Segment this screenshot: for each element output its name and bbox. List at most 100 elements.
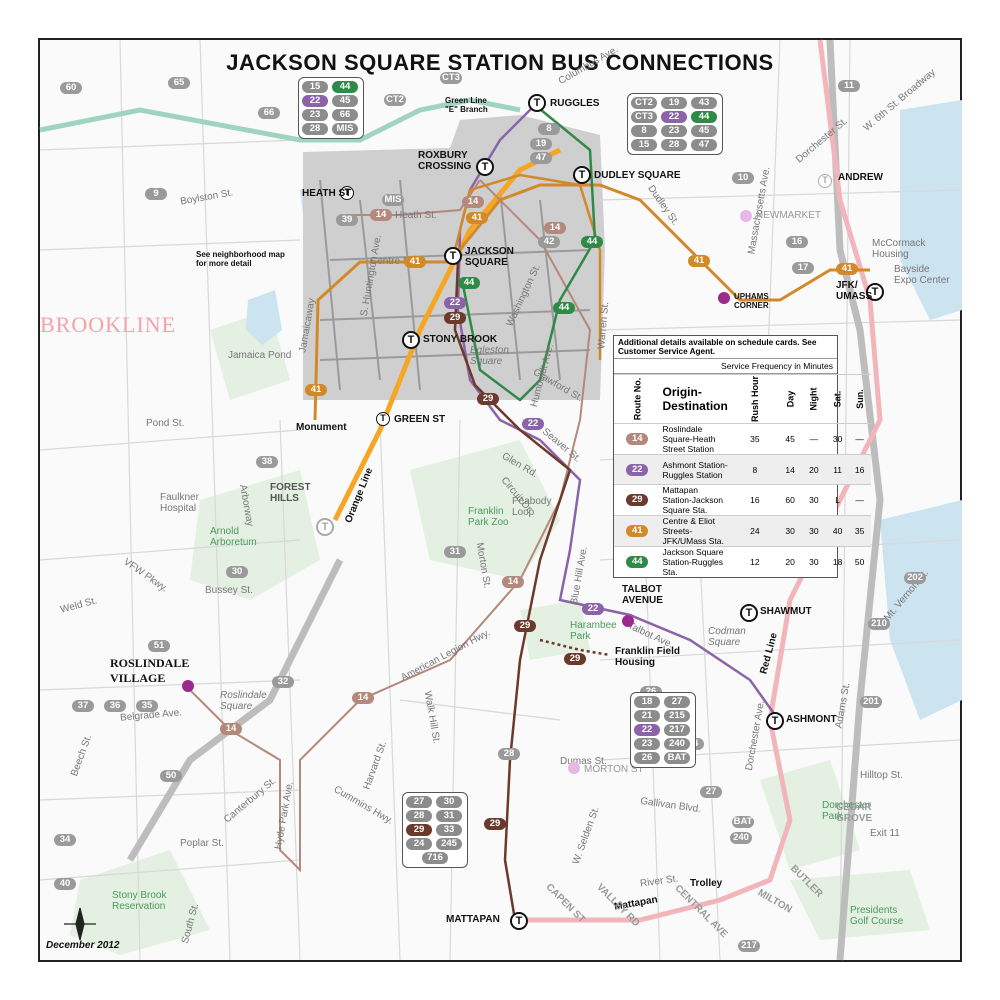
route-202-badge[interactable]: 202 [904, 572, 926, 584]
roxbury-t-icon[interactable]: T [476, 158, 494, 176]
route-51-badge[interactable]: 51 [148, 640, 170, 652]
route-201-badge[interactable]: 201 [860, 696, 882, 708]
route-42-badge[interactable]: 42 [538, 236, 560, 248]
route-36-badge[interactable]: 36 [104, 700, 126, 712]
route-17-badge[interactable]: 17 [792, 262, 814, 274]
route-22-badge[interactable]: 22 [522, 418, 544, 430]
route-ct3-badge[interactable]: CT3 [440, 72, 462, 84]
andrew-t-icon[interactable]: T [818, 174, 832, 188]
grid-route: CT3 [631, 111, 657, 123]
route-11-badge[interactable]: 11 [838, 80, 860, 92]
route-29-badge[interactable]: 29 [484, 818, 506, 830]
jackson-t-icon[interactable]: T [444, 247, 462, 265]
route-37-badge[interactable]: 37 [72, 700, 94, 712]
route-44-badge[interactable]: 44 [553, 302, 575, 314]
street-poplar: Poplar St. [180, 838, 224, 849]
legend-col-day: Day [785, 390, 796, 408]
route-240-badge[interactable]: 240 [730, 832, 752, 844]
legend-route-badge: 14 [626, 433, 649, 445]
route-14-badge[interactable]: 14 [220, 723, 242, 735]
route-14-badge[interactable]: 14 [544, 222, 566, 234]
route-8-badge[interactable]: 8 [538, 123, 560, 135]
route-39-badge[interactable]: 39 [336, 214, 358, 226]
dudley-t-icon[interactable]: T [573, 166, 591, 184]
stony-label: STONY BROOK [423, 334, 498, 345]
route-14-badge[interactable]: 14 [502, 576, 524, 588]
route-10-badge[interactable]: 10 [732, 172, 754, 184]
route-22-badge[interactable]: 22 [582, 603, 604, 615]
green-line-label: Green Line "E" Branch [445, 96, 488, 114]
morton-station-dot[interactable] [568, 762, 580, 774]
route-29-badge[interactable]: 29 [477, 393, 499, 405]
route-mis-badge[interactable]: MIS [382, 194, 404, 206]
route-31-badge[interactable]: 31 [444, 546, 466, 558]
roslindale-station-dot[interactable] [182, 680, 194, 692]
newmarket-label: NEWMARKET [756, 210, 821, 221]
trolley-label: Trolley [690, 878, 723, 889]
legend-rush: 8 [729, 454, 780, 485]
route-30-badge[interactable]: 30 [226, 566, 248, 578]
neighborhood-note: See neighborhood map for more detail [196, 250, 285, 268]
route-bat-badge[interactable]: BAT [732, 816, 754, 828]
route-41-badge[interactable]: 41 [688, 255, 710, 267]
jfk-t-icon[interactable]: T [866, 283, 884, 301]
newmarket-station-dot[interactable] [740, 210, 752, 222]
forest-hills-t-icon[interactable]: T [316, 518, 334, 536]
legend-col-route: Route No. [632, 377, 643, 421]
shawmut-label: SHAWMUT [760, 606, 812, 617]
route-27-badge[interactable]: 27 [700, 786, 722, 798]
route-41-badge[interactable]: 41 [305, 384, 327, 396]
legend-day: 20 [779, 546, 801, 577]
red-line [520, 39, 883, 923]
route-44-badge[interactable]: 44 [581, 236, 603, 248]
mattapan-t-icon[interactable]: T [510, 912, 528, 930]
route-16-badge[interactable]: 16 [786, 236, 808, 248]
route-210-badge[interactable]: 210 [868, 618, 890, 630]
route-41-badge[interactable]: 41 [836, 263, 858, 275]
route-29-badge[interactable]: 29 [564, 653, 586, 665]
route-28-badge[interactable]: 28 [498, 748, 520, 760]
uphams-station-dot[interactable] [718, 292, 730, 304]
route-40-badge[interactable]: 40 [54, 878, 76, 890]
stony-t-icon[interactable]: T [402, 331, 420, 349]
presidents-label: Presidents Golf Course [850, 905, 904, 927]
route-47-badge[interactable]: 47 [530, 152, 552, 164]
grid-route: 23 [302, 109, 328, 121]
heath-t-icon[interactable]: T [340, 186, 354, 200]
grid-route: 240 [664, 738, 690, 750]
shawmut-t-icon[interactable]: T [740, 604, 758, 622]
grid-route: 215 [664, 710, 690, 722]
route-41-badge[interactable]: 41 [466, 212, 488, 224]
route-34-badge[interactable]: 34 [54, 834, 76, 846]
route-22-badge[interactable]: 22 [444, 297, 466, 309]
talbot-station-dot[interactable] [622, 615, 634, 627]
route-35-badge[interactable]: 35 [136, 700, 158, 712]
route-38-badge[interactable]: 38 [256, 456, 278, 468]
green-st-t-icon[interactable]: T [376, 412, 390, 426]
legend-od: Ashmont Station-Ruggles Station [660, 454, 730, 485]
route-217-badge[interactable]: 217 [738, 940, 760, 952]
grid-route: 716 [422, 852, 448, 864]
grid-route: BAT [664, 752, 690, 764]
route-ct2-badge[interactable]: CT2 [384, 94, 406, 106]
route-60-badge[interactable]: 60 [60, 82, 82, 94]
ruggles-t-icon[interactable]: T [528, 94, 546, 112]
route-29-badge[interactable]: 29 [514, 620, 536, 632]
route-29-badge[interactable]: 29 [444, 312, 466, 324]
ashmont-t-icon[interactable]: T [766, 712, 784, 730]
route-14-badge[interactable]: 14 [352, 692, 374, 704]
route-14-badge[interactable]: 14 [462, 196, 484, 208]
route-66-badge[interactable]: 66 [258, 107, 280, 119]
route-19-badge[interactable]: 19 [530, 138, 552, 150]
route-32-badge[interactable]: 32 [272, 676, 294, 688]
legend-od: Mattapan Station-Jackson Square Sta. [660, 484, 730, 516]
route-50-badge[interactable]: 50 [160, 770, 182, 782]
route-14-badge[interactable]: 14 [370, 209, 392, 221]
route-44-badge[interactable]: 44 [458, 277, 480, 289]
ashmont-label: ASHMONT [786, 714, 837, 725]
route-65-badge[interactable]: 65 [168, 77, 190, 89]
route-9-badge[interactable]: 9 [145, 188, 167, 200]
grid-route: 33 [436, 824, 462, 836]
legend-route-badge: 44 [626, 556, 649, 568]
route-41-badge[interactable]: 41 [404, 256, 426, 268]
